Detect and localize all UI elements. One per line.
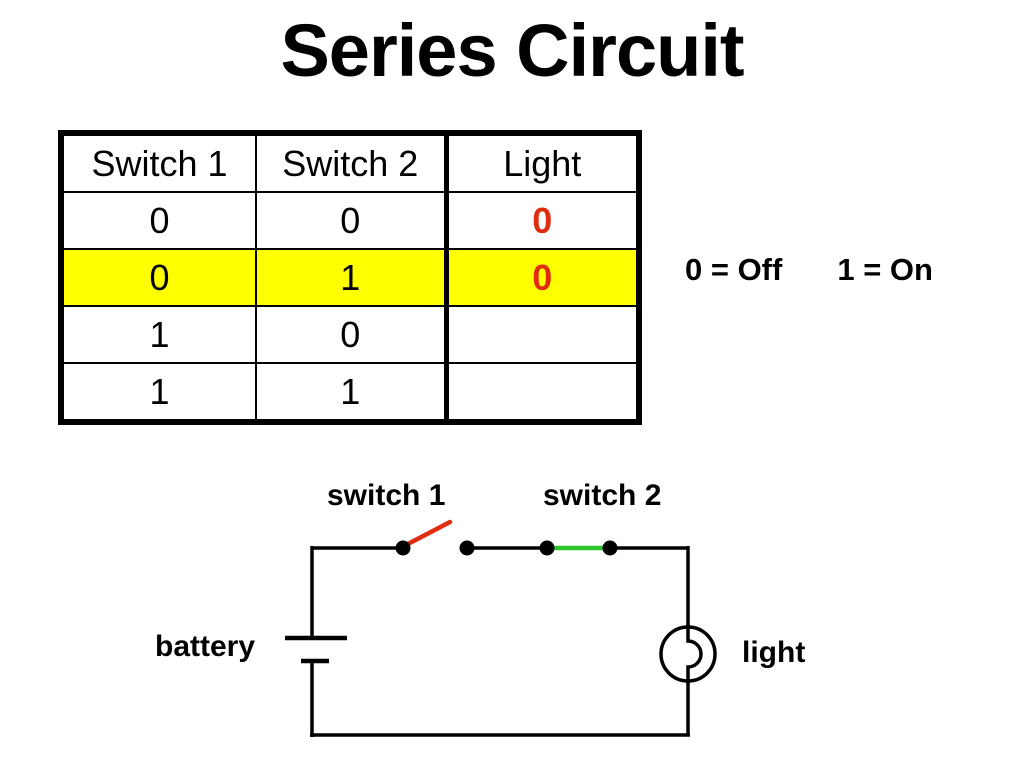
truth-table-container: Switch 1 Switch 2 Light 0 0 0 0 1 0 1 0 bbox=[58, 130, 642, 425]
truth-table-header-row: Switch 1 Switch 2 Light bbox=[60, 132, 640, 193]
cell-switch2: 1 bbox=[255, 248, 447, 307]
switch1-label: switch 1 bbox=[327, 479, 446, 512]
switch2-left-dot bbox=[539, 540, 555, 556]
cell-light: 0 bbox=[443, 191, 640, 250]
switch1-left-dot bbox=[395, 540, 411, 556]
cell-switch1: 1 bbox=[60, 362, 257, 423]
light-label: light bbox=[742, 636, 806, 669]
table-row: 0 0 0 bbox=[60, 191, 640, 250]
switch2-label: switch 2 bbox=[543, 479, 662, 512]
switch1-right-dot bbox=[459, 540, 475, 556]
cell-switch2: 1 bbox=[255, 362, 447, 423]
cell-switch1: 0 bbox=[60, 191, 257, 250]
legend: 0 = Off 1 = On bbox=[685, 252, 933, 288]
header-switch2: Switch 2 bbox=[255, 132, 447, 193]
slide-title: Series Circuit bbox=[280, 9, 744, 92]
cell-switch1: 1 bbox=[60, 305, 257, 364]
bulb-filament bbox=[686, 627, 703, 681]
cell-light bbox=[443, 305, 640, 364]
battery-label: battery bbox=[155, 630, 256, 663]
switch2-right-dot bbox=[602, 540, 618, 556]
table-row-highlighted: 0 1 0 bbox=[60, 248, 640, 307]
cell-switch2: 0 bbox=[255, 305, 447, 364]
cell-light bbox=[443, 362, 640, 423]
legend-on: 1 = On bbox=[837, 252, 933, 287]
truth-table: Switch 1 Switch 2 Light 0 0 0 0 1 0 1 0 bbox=[58, 130, 642, 425]
header-switch1: Switch 1 bbox=[60, 132, 257, 193]
cell-light: 0 bbox=[443, 248, 640, 307]
switch1-lever-open bbox=[403, 519, 453, 548]
table-row: 1 1 bbox=[60, 362, 640, 423]
cell-switch1: 0 bbox=[60, 248, 257, 307]
legend-off: 0 = Off bbox=[685, 252, 783, 287]
cell-switch2: 0 bbox=[255, 191, 447, 250]
header-light: Light bbox=[443, 132, 640, 193]
table-row: 1 0 bbox=[60, 305, 640, 364]
